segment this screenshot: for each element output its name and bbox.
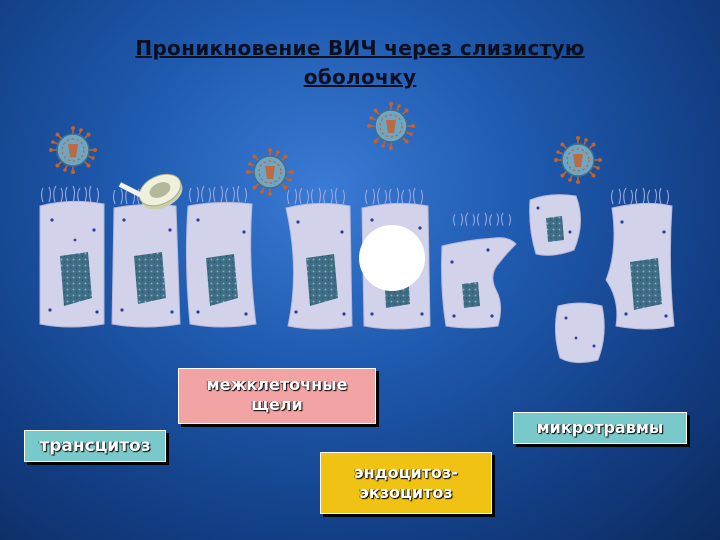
epithelial-cell-7 bbox=[605, 187, 675, 330]
hiv-virion-icon bbox=[553, 135, 603, 185]
nucleus-icon bbox=[630, 258, 662, 310]
epithelial-cell-6 bbox=[441, 212, 517, 329]
epithelial-cell-1 bbox=[39, 185, 105, 328]
nucleus-icon bbox=[134, 252, 166, 304]
intercellular-gaps-label: межклеточные щели bbox=[178, 368, 376, 424]
transcytosis-label: трансцитоз bbox=[24, 430, 166, 462]
detached-cell-fragment-1 bbox=[529, 194, 581, 256]
title-line-2: оболочку bbox=[303, 65, 417, 89]
hiv-virion-icon bbox=[366, 101, 416, 151]
nucleus-icon bbox=[462, 282, 480, 308]
vesicle-icon bbox=[359, 225, 425, 291]
epithelial-cell-3 bbox=[185, 185, 257, 328]
title-line-1: Проникновение ВИЧ через слизистую bbox=[135, 36, 585, 60]
slide-title: Проникновение ВИЧ через слизистую оболоч… bbox=[0, 34, 720, 92]
epithelial-cell-4 bbox=[285, 187, 353, 330]
epithelial-cell-2 bbox=[111, 187, 181, 328]
hiv-virion-icon bbox=[48, 125, 98, 175]
nucleus-icon bbox=[306, 254, 338, 306]
endocytosis-exocytosis-label: эндоцитоз-экзоцитоз bbox=[320, 452, 492, 514]
tape-roll-icon bbox=[118, 173, 183, 210]
hiv-virion-icon bbox=[245, 147, 295, 197]
nucleus-icon bbox=[60, 252, 92, 306]
nucleus-icon bbox=[546, 216, 564, 242]
microtrauma-label: микротравмы bbox=[513, 412, 687, 444]
nucleus-icon bbox=[206, 254, 238, 306]
epithelial-cell-5 bbox=[359, 187, 431, 330]
detached-cell-fragment-2 bbox=[554, 302, 605, 364]
